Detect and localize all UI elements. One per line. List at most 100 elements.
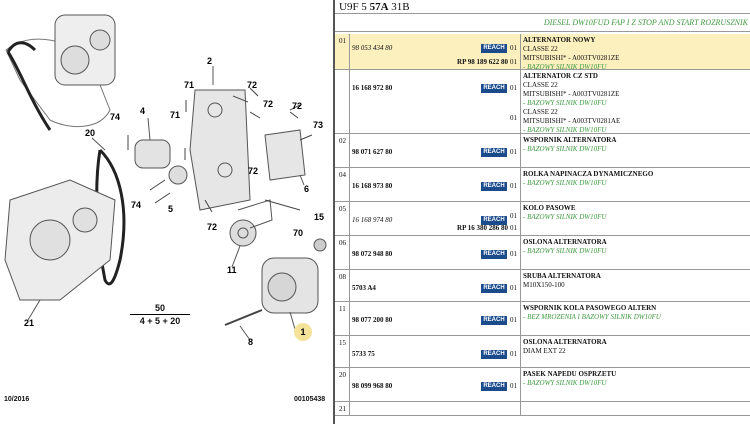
reach-badge-icon[interactable]: REACH — [481, 250, 507, 259]
column-divider — [349, 302, 350, 335]
reach-badge-icon[interactable]: REACH — [481, 182, 507, 191]
part-description: OSLONA ALTERNATORA- BAZOWY SILNIK DW10FU — [523, 238, 746, 256]
diagram-ref: 00105438 — [294, 396, 326, 403]
callout-4[interactable]: 4 — [140, 106, 146, 116]
part-number[interactable]: 5703 A4 — [352, 284, 376, 292]
part-number[interactable]: 5733 75 — [352, 350, 375, 358]
applicability-note: - BEZ MROZENIA I BAZOWY SILNIK DW10FU — [523, 313, 661, 321]
callout-70[interactable]: 70 — [293, 228, 304, 238]
callout-21[interactable]: 21 — [24, 318, 35, 328]
quantity: 01 — [510, 382, 517, 390]
callout-8[interactable]: 8 — [248, 337, 254, 347]
row-index: 11 — [339, 305, 346, 313]
column-divider — [349, 34, 350, 69]
callout-74[interactable]: 74 — [131, 200, 142, 210]
callout-1-selected[interactable]: 1 — [294, 323, 312, 341]
part-title: ALTERNATOR CZ STD — [523, 72, 598, 80]
row-index: 06 — [339, 239, 346, 247]
quantity: 01 — [510, 212, 517, 220]
row-index: 21 — [339, 405, 346, 413]
column-divider — [349, 70, 350, 133]
callout-72[interactable]: 72 — [247, 80, 258, 90]
part-spec: DIAM EXT 22 — [523, 347, 566, 355]
applicability-note: - BAZOWY SILNIK DW10FU — [523, 63, 607, 71]
callout-72[interactable]: 72 — [207, 222, 218, 232]
part-number[interactable]: 98 053 434 80 — [352, 44, 393, 52]
part-title: SRUBA ALTERNATORA — [523, 272, 601, 280]
part-number[interactable]: 16 168 974 80 — [352, 216, 393, 224]
reach-badge-icon[interactable]: REACH — [481, 84, 507, 93]
callout-72[interactable]: 72 — [292, 101, 303, 111]
part-description: PASEK NAPEDU OSPRZETU- BAZOWY SILNIK DW1… — [523, 370, 746, 388]
reach-badge-icon[interactable]: REACH — [481, 350, 507, 359]
part-spec: MITSUBISHI* - A003TV0281ZE — [523, 90, 620, 98]
part-number[interactable]: 98 072 948 80 — [352, 250, 393, 258]
part-title: ROLKA NAPINACZA DYNAMICZNEGO — [523, 170, 654, 178]
reach-badge-icon[interactable]: REACH — [481, 216, 507, 225]
row-index: 15 — [339, 339, 346, 347]
replacement-part-number[interactable]: RP 16 380 286 80 — [457, 224, 508, 232]
callout-71[interactable]: 71 — [184, 80, 195, 90]
diagram-date: 10/2016 — [4, 396, 30, 403]
callout-71[interactable]: 71 — [170, 110, 181, 120]
diagram-drawing — [4, 14, 327, 341]
callout-73[interactable]: 73 — [313, 120, 324, 130]
part-number[interactable]: 98 071 627 80 — [352, 148, 393, 156]
part-description: ROLKA NAPINACZA DYNAMICZNEGO- BAZOWY SIL… — [523, 170, 746, 188]
table-row[interactable]: 21 — [335, 402, 750, 416]
reach-badge-icon[interactable]: REACH — [481, 148, 507, 157]
callout-15[interactable]: 15 — [314, 212, 325, 222]
part-number[interactable]: 16 168 972 80 — [352, 84, 393, 92]
quantity: 01 — [510, 44, 517, 52]
part-description: KOLO PASOWE- BAZOWY SILNIK DW10FU — [523, 204, 746, 222]
replacement-part-number[interactable]: RP 98 189 622 80 — [457, 58, 508, 66]
reach-badge-icon[interactable]: REACH — [481, 316, 507, 325]
column-divider — [520, 302, 521, 335]
part-number[interactable]: 16 168 973 80 — [352, 182, 393, 190]
part-number[interactable]: 98 077 200 80 — [352, 316, 393, 324]
column-divider — [349, 368, 350, 401]
part-title: OSLONA ALTERNATORA — [523, 238, 607, 246]
row-index: 02 — [339, 137, 346, 145]
reach-badge-icon[interactable]: REACH — [481, 382, 507, 391]
row-index: 20 — [339, 371, 346, 379]
callout-20[interactable]: 20 — [85, 128, 96, 138]
engine-variant: DIESEL DW10FUD FAP I Z STOP AND START RO… — [335, 14, 750, 32]
reach-badge-icon[interactable]: REACH — [481, 44, 507, 53]
column-divider — [520, 202, 521, 235]
part-title: PASEK NAPEDU OSPRZETU — [523, 370, 617, 378]
fraction-top: 50 — [130, 303, 190, 315]
quantity: 01 — [510, 148, 517, 156]
part-description: WSPORNIK KOLA PASOWEGO ALTERN- BEZ MROZE… — [523, 304, 746, 322]
callout-5[interactable]: 5 — [168, 204, 174, 214]
quantity: 01 — [510, 250, 517, 258]
column-divider — [349, 168, 350, 201]
callout-72[interactable]: 72 — [263, 99, 274, 109]
parts-diagram[interactable]: 2 72 72 71 71 72 4 74 20 73 6 72 74 5 72… — [0, 0, 333, 424]
pane-divider[interactable] — [333, 0, 335, 424]
column-divider — [520, 402, 521, 415]
quantity-fraction: 50 4 + 5 + 20 — [130, 303, 190, 326]
column-divider — [349, 336, 350, 367]
callout-72[interactable]: 72 — [248, 166, 259, 176]
callout-74[interactable]: 74 — [110, 112, 121, 122]
reach-badge-icon[interactable]: REACH — [481, 284, 507, 293]
callout-6[interactable]: 6 — [304, 184, 310, 194]
callout-11[interactable]: 11 — [227, 265, 237, 275]
callout-2[interactable]: 2 — [207, 56, 213, 66]
part-number[interactable]: 98 099 968 80 — [352, 382, 393, 390]
row-index: 04 — [339, 171, 346, 179]
